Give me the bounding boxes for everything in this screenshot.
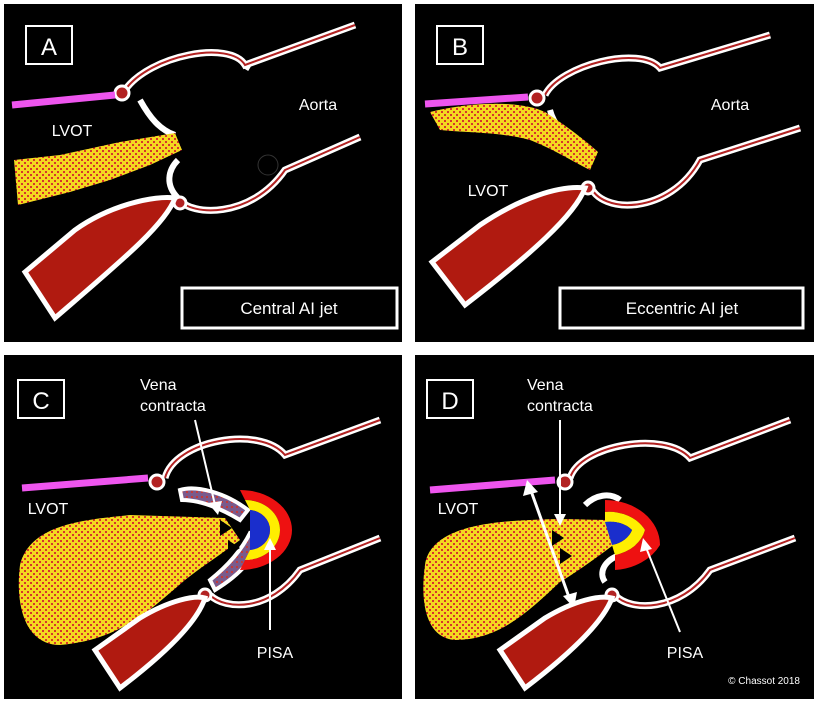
panel-a-letter: A	[41, 34, 57, 61]
panel-d-pisa-blue	[605, 521, 632, 545]
panel-d-vena-arrow-head	[554, 514, 566, 526]
panel-d-pisa-label: PISA	[667, 645, 704, 662]
panel-c-aortic-wall-lower-accent	[209, 537, 381, 606]
panel-d-vena-label-1: Vena	[527, 377, 564, 394]
panel-d-diameter-head-top	[523, 480, 538, 496]
panel-c-regurgitant-jet	[18, 515, 240, 645]
panel-b-lvot-label: LVOT	[468, 183, 509, 200]
panel-c-vena-label-1: Vena	[140, 377, 177, 394]
panel-d-aortic-wall-upper-accent	[569, 419, 791, 479]
panel-b-eccentric-jet	[430, 103, 598, 170]
panel-d: D Vena contracta LVOT PISA © Chassot	[413, 353, 816, 701]
panel-a-annulus-upper	[113, 84, 131, 102]
panel-b-caption-box	[558, 286, 805, 330]
panel-a-central-jet	[14, 133, 182, 205]
panel-d-diameter-line	[528, 487, 572, 601]
panel-c-lvot-label: LVOT	[28, 501, 69, 518]
panel-c-vena-label-2: contracta	[140, 398, 206, 415]
panel-c-letter-box	[17, 379, 65, 419]
panel-b-caption: Eccentric AI jet	[626, 299, 739, 318]
panel-c-pisa-blue	[250, 510, 271, 550]
panel-c-vena-marker-bottom	[228, 540, 240, 556]
panel-d-pisa-yellow	[605, 511, 645, 555]
panel-c-aortic-wall-upper-accent	[164, 419, 381, 479]
panel-a-septum	[11, 91, 116, 109]
panel-a-cusp-upper	[137, 98, 177, 138]
panel-b-annulus-upper	[528, 89, 546, 107]
panel-a-aortic-wall-upper-accent	[124, 24, 356, 91]
panel-c-pisa-arrow-head	[264, 538, 276, 550]
panel-c-annulus-upper	[148, 473, 166, 491]
panel-c-letter: C	[32, 388, 49, 415]
panel-a-aorta-label: Aorta	[299, 97, 337, 114]
panel-c-septum	[21, 474, 149, 492]
panel-d-regurgitant-jet	[423, 519, 620, 640]
panel-d-copyright: © Chassot 2018	[728, 676, 800, 687]
panel-a-lvot-label: LVOT	[52, 123, 93, 140]
panel-b-aorta-label: Aorta	[711, 97, 749, 114]
panel-d-septum	[429, 476, 556, 494]
panel-a-cusp-lower	[166, 157, 181, 201]
panel-d-vena-marker-bottom	[560, 548, 572, 564]
panel-d-vena-label-2: contracta	[527, 398, 593, 415]
panel-a-caption-box	[180, 286, 399, 330]
panel-d-cusp-upper	[582, 492, 622, 508]
panel-c-pisa-red	[240, 490, 292, 570]
panel-d-letter: D	[441, 388, 458, 415]
panel-c-vena-arrow-head	[208, 501, 222, 515]
panel-a-coronary-ostium	[257, 154, 279, 176]
panel-b-letter: B	[452, 34, 468, 61]
panel-d-aortic-wall-lower-accent	[614, 537, 796, 607]
panel-c-vena-arrow-line	[194, 419, 216, 506]
panel-a: A Aorta LVOT Central AI jet	[2, 2, 404, 344]
panel-b-letter-box	[436, 25, 484, 65]
panel-d-pisa-red	[605, 500, 660, 570]
panel-b-aortic-wall-lower-accent	[589, 127, 801, 206]
panel-b: B Aorta LVOT Eccentric AI jet	[413, 2, 816, 344]
panel-c-vena-marker-top	[220, 520, 232, 536]
panel-a-caption: Central AI jet	[240, 299, 338, 318]
panel-a-mitral-leaflet	[21, 195, 179, 322]
panel-d-pisa-arrow-head	[640, 538, 652, 552]
panel-d-letter-box	[426, 379, 474, 419]
panel-d-pisa-arrow-line	[644, 544, 681, 633]
panel-c-mitral-leaflet	[91, 594, 209, 692]
panel-d-mitral-leaflet	[496, 594, 616, 692]
panel-b-aortic-wall-upper-accent	[544, 34, 771, 96]
panel-b-mitral-leaflet	[428, 185, 589, 309]
panel-c: C Vena contracta LVOT PISA	[2, 353, 404, 701]
panel-d-vena-marker-top	[552, 530, 564, 546]
panel-c-pisa-label: PISA	[257, 645, 294, 662]
panel-d-annulus-upper	[556, 473, 574, 491]
panel-d-lvot-label: LVOT	[438, 501, 479, 518]
panel-a-letter-box	[25, 25, 73, 65]
panel-b-septum	[424, 93, 529, 108]
